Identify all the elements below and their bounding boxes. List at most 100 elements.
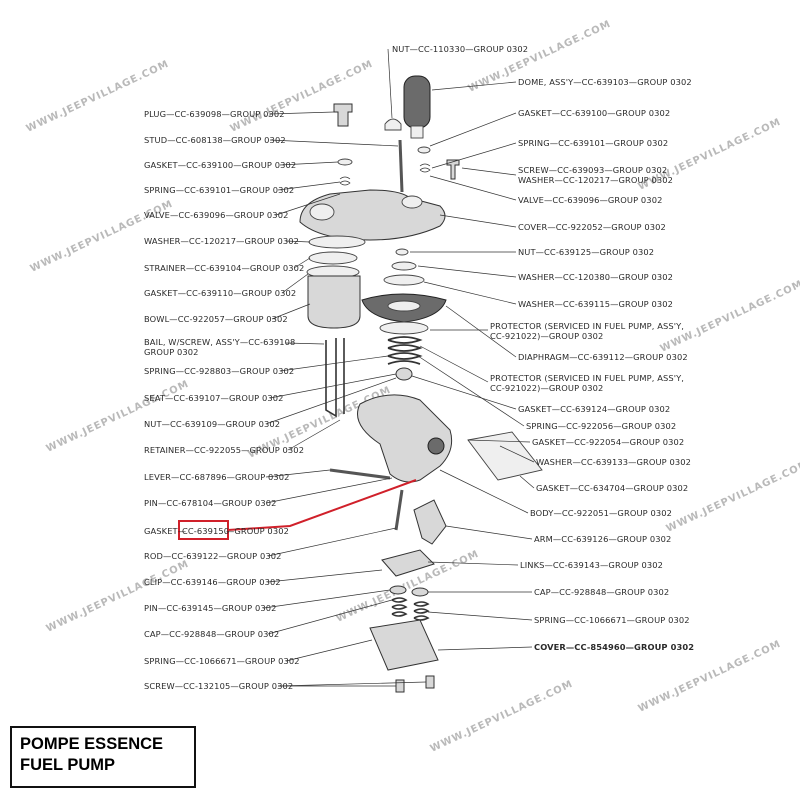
watermark: WWW.JEEPVILLAGE.COM (229, 59, 375, 135)
label-stud: STUD—CC-608138—GROUP 0302 (144, 135, 286, 145)
links-part (381, 549, 435, 577)
label-nut: NUT—CC-639109—GROUP 0302 (144, 419, 280, 429)
left-labels: PLUG—CC-639098—GROUP 0302 STUD—CC-608138… (144, 109, 304, 691)
label-links: LINKS—CC-639143—GROUP 0302 (520, 560, 663, 570)
cap-part (411, 587, 429, 597)
watermark: WWW.JEEPVILLAGE.COM (429, 679, 575, 755)
label-washer: WASHER—CC-639133—GROUP 0302 (536, 457, 691, 467)
right-labels: NUT—CC-110330—GROUP 0302 DOME, ASS'Y—CC-… (392, 44, 694, 652)
label-protector-group: CC-921022)—GROUP 0302 (490, 383, 603, 393)
screw-part (395, 679, 405, 693)
dome-neck-part (410, 125, 424, 139)
label-strainer: STRAINER—CC-639104—GROUP 0302 (144, 263, 304, 273)
label-screw: SCREW—CC-639093—GROUP 0302 (518, 165, 667, 175)
label-clip: CLIP—CC-639146—GROUP 0302 (144, 577, 281, 587)
label-pin: PIN—CC-639145—GROUP 0302 (144, 603, 276, 613)
label-body: BODY—CC-922051—GROUP 0302 (530, 508, 672, 518)
gasket-part (337, 158, 353, 166)
spring-part (387, 336, 423, 365)
label-rod: ROD—CC-639122—GROUP 0302 (144, 551, 281, 561)
label-washer: WASHER—CC-120380—GROUP 0302 (518, 272, 673, 282)
label-spring: SPRING—CC-1066671—GROUP 0302 (534, 615, 690, 625)
watermark: WWW.JEEPVILLAGE.COM (665, 459, 800, 535)
washer-part (391, 261, 417, 271)
leader-lines (263, 48, 535, 687)
label-lever: LEVER—CC-687896—GROUP 0302 (144, 472, 290, 482)
washer-part (308, 235, 366, 249)
label-spring: SPRING—CC-928803—GROUP 0302 (144, 366, 294, 376)
watermark: WWW.JEEPVILLAGE.COM (45, 559, 191, 635)
spring-part (391, 597, 408, 617)
label-valve: VALVE—CC-639096—GROUP 0302 (144, 210, 288, 220)
label-washer: WASHER—CC-120217—GROUP 0302 (144, 236, 299, 246)
washer-part (383, 274, 425, 286)
label-bowl: BOWL—CC-922057—GROUP 0302 (144, 314, 288, 324)
label-screw: SCREW—CC-132105—GROUP 0302 (144, 681, 293, 691)
watermark: WWW.JEEPVILLAGE.COM (659, 279, 800, 355)
label-spring: SPRING—CC-639101—GROUP 0302 (518, 138, 668, 148)
cover-part (369, 619, 439, 671)
diaphragm-center (387, 300, 421, 312)
title-english: FUEL PUMP (20, 756, 116, 774)
label-gasket-group: —GROUP 0302 (226, 526, 289, 536)
label-spring: SPRING—CC-639101—GROUP 0302 (144, 185, 294, 195)
label-bail: BAIL, W/SCREW, ASS'Y—CC-639108 (144, 337, 295, 347)
label-valve: VALVE—CC-639096—GROUP 0302 (518, 195, 662, 205)
cover-port (309, 203, 335, 221)
label-gasket: GASKET—CC-639124—GROUP 0302 (518, 404, 670, 414)
label-washer: WASHER—CC-639115—GROUP 0302 (518, 299, 673, 309)
highlight-pointer (227, 479, 417, 531)
label-spring: SPRING—CC-1066671—GROUP 0302 (144, 656, 300, 666)
label-plug: PLUG—CC-639098—GROUP 0302 (144, 109, 285, 119)
strainer-part (308, 251, 358, 265)
screw-part (425, 675, 435, 689)
protector-part (379, 321, 429, 335)
label-diaphragm: DIAPHRAGM—CC-639112—GROUP 0302 (518, 352, 688, 362)
highlight: CC-639150 (178, 479, 417, 540)
bail-part (325, 338, 345, 418)
gasket-part (417, 146, 431, 154)
label-pin: PIN—CC-678104—GROUP 0302 (144, 498, 276, 508)
label-washer: WASHER—CC-120217—GROUP 0302 (518, 175, 673, 185)
label-spring: SPRING—CC-922056—GROUP 0302 (526, 421, 676, 431)
arm-part (413, 499, 447, 545)
label-gasket: GASKET—CC-639100—GROUP 0302 (518, 108, 670, 118)
label-dome: DOME, ASS'Y—CC-639103—GROUP 0302 (518, 77, 692, 87)
label-protector-group: CC-921022)—GROUP 0302 (490, 331, 603, 341)
nut-part (395, 248, 409, 256)
label-cover: COVER—CC-922052—GROUP 0302 (518, 222, 666, 232)
bowl-part (307, 275, 361, 329)
title-box: POMPE ESSENCE FUEL PUMP (10, 726, 196, 788)
spring-part (413, 601, 430, 621)
gasket-part (467, 431, 543, 481)
body-port (427, 437, 445, 455)
label-nut: NUT—CC-110330—GROUP 0302 (392, 44, 528, 54)
watermark: WWW.JEEPVILLAGE.COM (25, 59, 171, 135)
label-gasket: GASKET—CC-922054—GROUP 0302 (532, 437, 684, 447)
label-seat: SEAT—CC-639107—GROUP 0302 (144, 393, 284, 403)
body-part (357, 394, 453, 483)
title-french: POMPE ESSENCE (20, 735, 164, 753)
watermark: WWW.JEEPVILLAGE.COM (45, 379, 191, 455)
label-gasket: GASKET—CC-634704—GROUP 0302 (536, 483, 688, 493)
label-cap: CAP—CC-928848—GROUP 0302 (534, 587, 669, 597)
label-nut: NUT—CC-639125—GROUP 0302 (518, 247, 654, 257)
plug-part (333, 103, 353, 127)
label-retainer: RETAINER—CC-922055—GROUP 0302 (144, 445, 304, 455)
dome-part (403, 75, 431, 129)
label-cover: COVER—CC-854960—GROUP 0302 (534, 642, 694, 652)
label-protector: PROTECTOR (SERVICED IN FUEL PUMP, ASS'Y, (490, 321, 684, 331)
highlight-part-number: CC-639150 (182, 526, 229, 536)
label-gasket: GASKET—CC-639100—GROUP 0302 (144, 160, 296, 170)
cover-port (401, 195, 423, 209)
parts (299, 75, 543, 693)
label-arm: ARM—CC-639126—GROUP 0302 (534, 534, 671, 544)
label-bail-group: GROUP 0302 (144, 347, 199, 357)
cap-part (389, 585, 407, 595)
label-gasket: GASKET—CC-639110—GROUP 0302 (144, 288, 296, 298)
seat-part (395, 367, 413, 381)
label-protector: PROTECTOR (SERVICED IN FUEL PUMP, ASS'Y, (490, 373, 684, 383)
nut-part (384, 118, 402, 131)
screw-part (446, 159, 460, 180)
